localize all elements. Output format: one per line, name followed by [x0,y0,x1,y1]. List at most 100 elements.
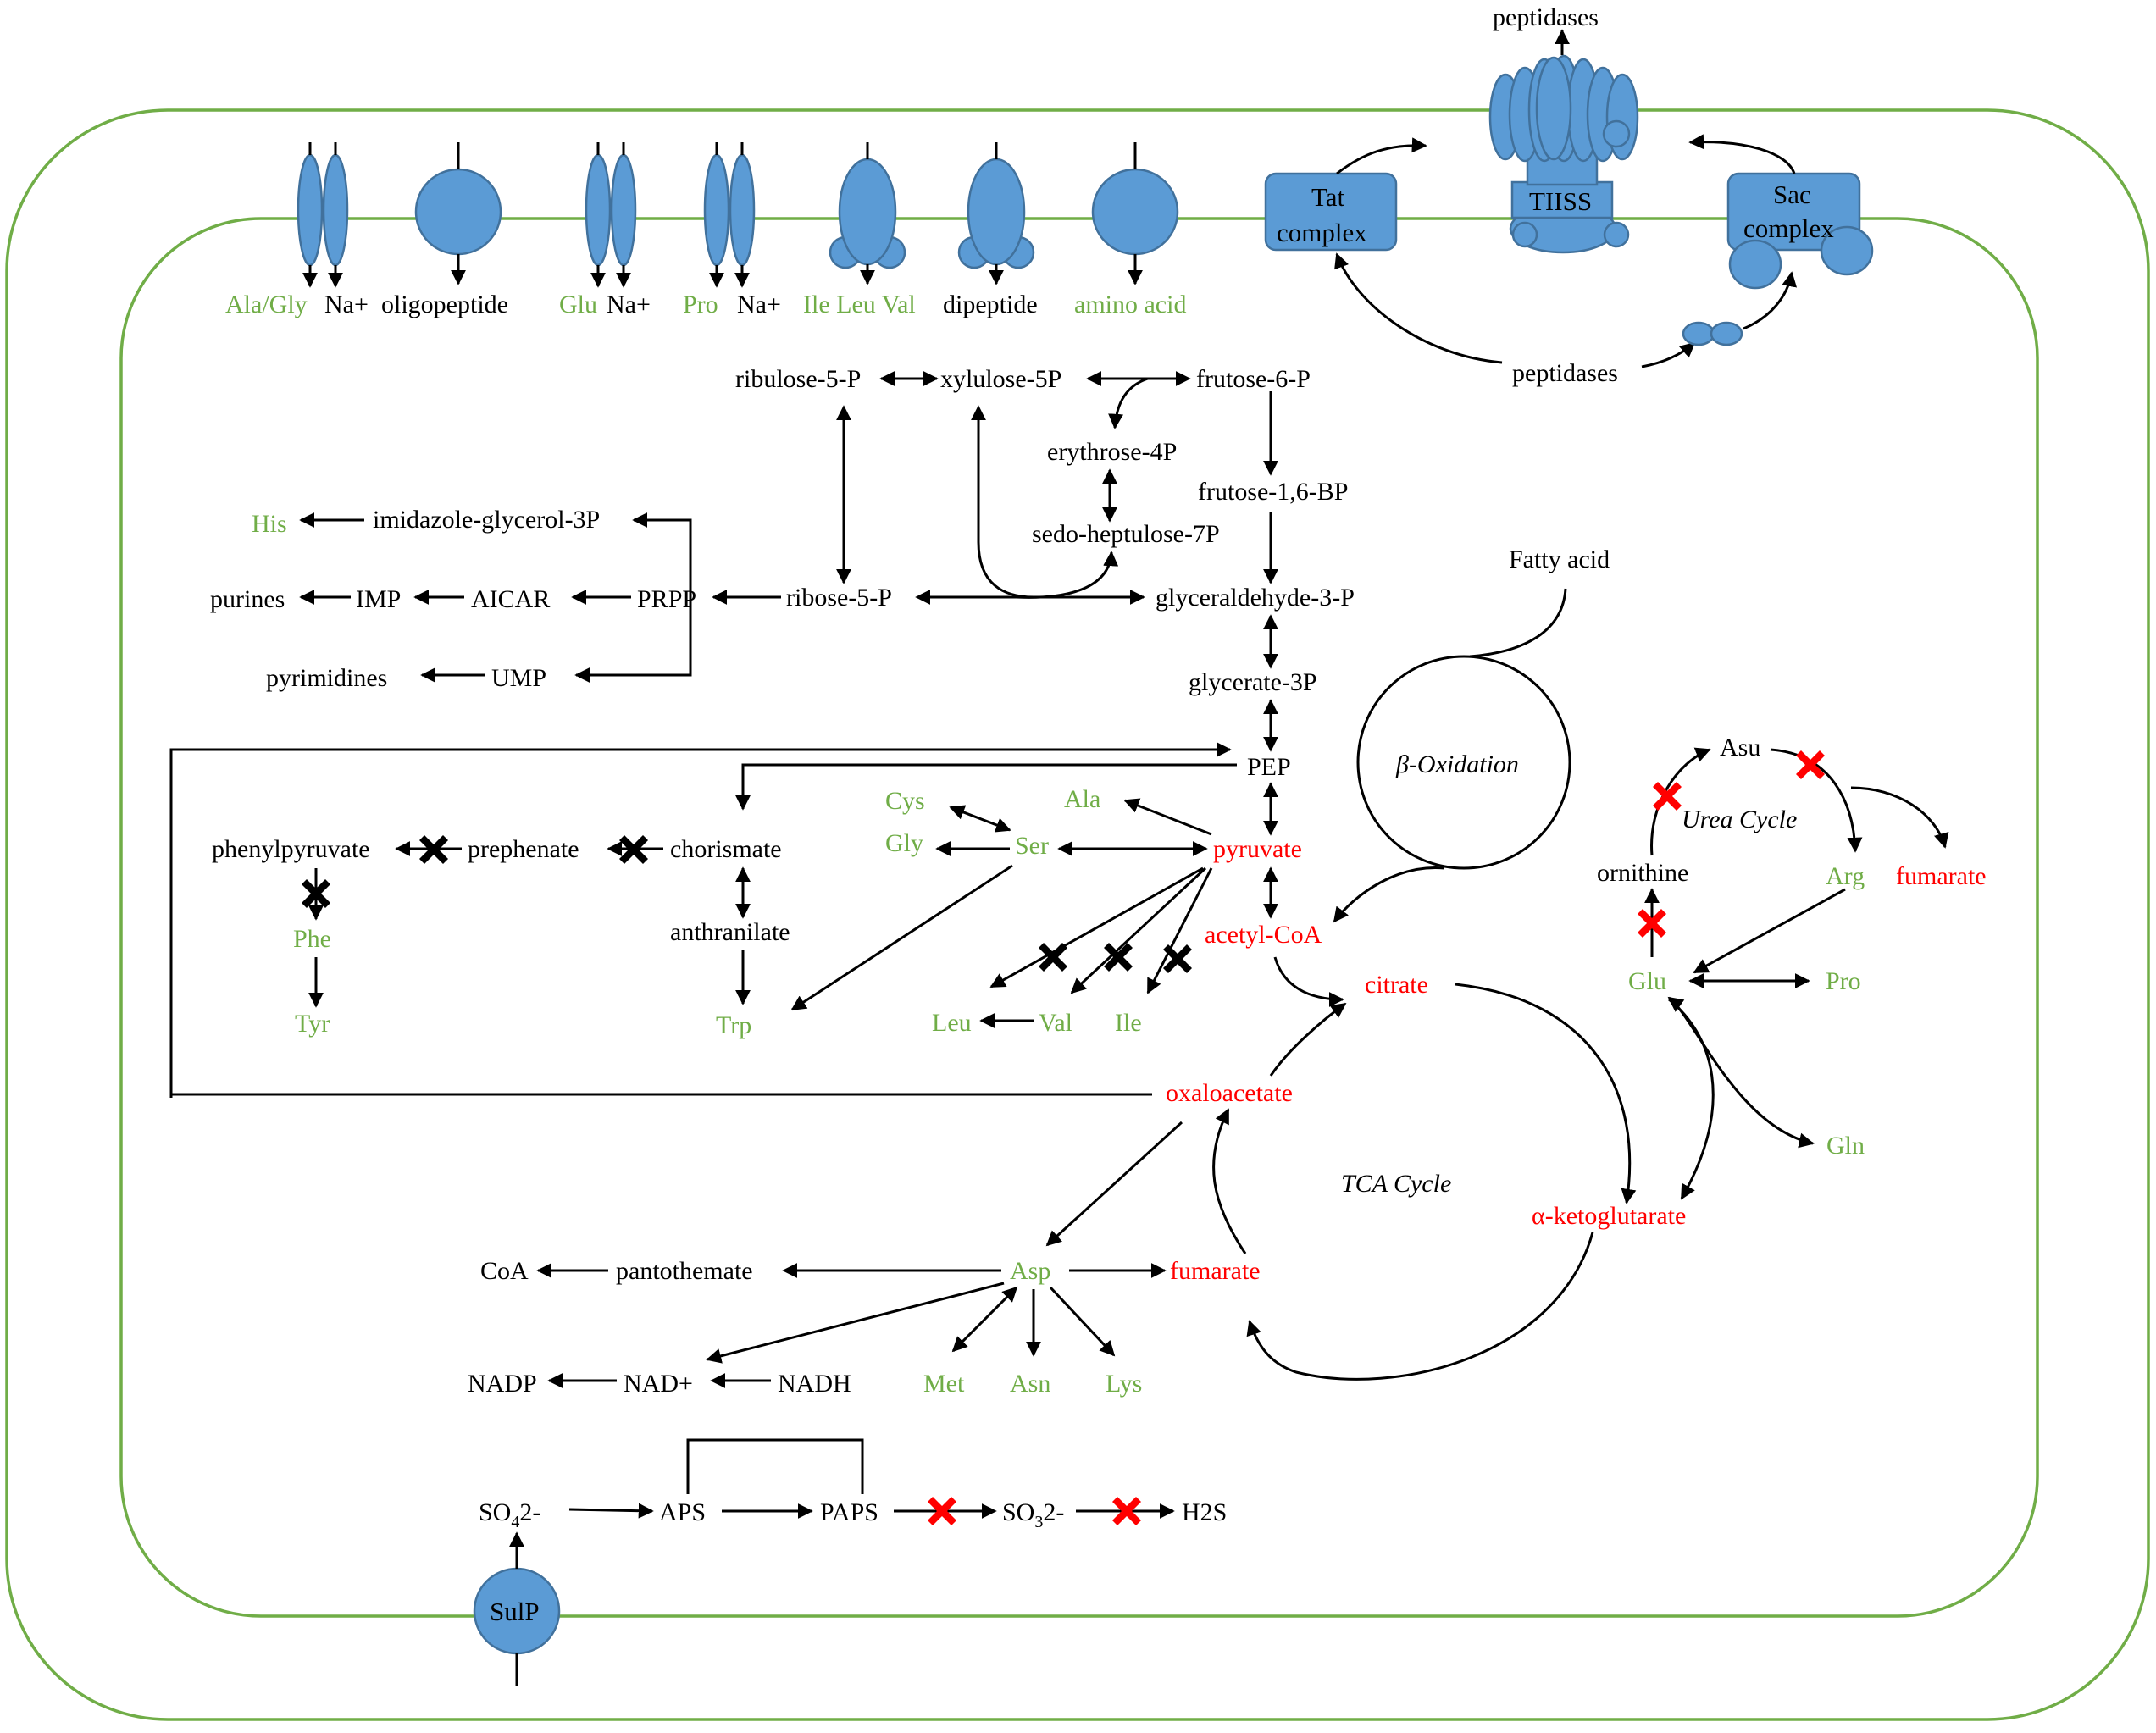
node-met: Met [923,1370,965,1398]
sac-complex: Sac complex [1726,172,1874,290]
node-purines: purines [210,585,285,613]
transporter-ala-gly [297,142,349,288]
label-ile-leu-val: Ile Leu Val [803,291,916,318]
node-pantothemate: pantothemate [616,1257,753,1285]
node-frutose-6p: frutose-6-P [1196,365,1311,393]
node-pro: Pro [1826,967,1861,995]
node-so4: SO42- [479,1498,540,1531]
node-lys: Lys [1106,1370,1142,1398]
beta-oxidation-circle [1356,655,1571,870]
peptidases-mid-label: peptidases [1512,359,1618,387]
inner-membrane [119,217,2039,1618]
transporter-pro [703,142,756,288]
transporter-dipeptide [957,142,1035,285]
transporter-glu [585,142,637,288]
node-arg: Arg [1826,862,1865,890]
node-prpp: PRPP [637,585,696,613]
node-coa: CoA [480,1257,529,1285]
node-imp: IMP [356,585,401,613]
node-imidazole: imidazole-glycerol-3P [373,506,600,534]
blocked-red-x-mark [1796,750,1825,779]
node-acetyl-coa: acetyl-CoA [1205,921,1322,949]
node-nadh: NADH [778,1370,851,1398]
transporter-amino-acid [1091,142,1179,285]
node-his: His [252,510,287,538]
node-pep: PEP [1247,753,1291,781]
node-prephenate: prephenate [468,835,579,863]
node-ala: Ala [1064,785,1100,813]
node-phe: Phe [293,925,331,953]
node-gly: Gly [885,829,923,857]
tat-label-2: complex [1277,218,1367,247]
node-so3: SO32- [1002,1498,1064,1531]
tat-complex: Tat complex [1264,172,1398,252]
node-trp: Trp [716,1011,751,1039]
node-glu: Glu [1628,967,1666,995]
tiiss-secretion-system: TIISS [1488,29,1639,254]
node-pyruvate: pyruvate [1213,835,1302,863]
node-asu: Asu [1720,734,1760,761]
node-paps: PAPS [820,1498,878,1526]
node-ribose: ribose-5-P [786,584,892,612]
node-urea-fumarate: fumarate [1896,862,1987,890]
node-citrate: citrate [1365,971,1428,999]
transporter-branched-chain [829,142,906,285]
node-anthranilate: anthranilate [670,918,790,946]
label-na-3: Na+ [737,291,781,318]
node-ile: Ile [1115,1009,1142,1037]
tiiss-label: TIISS [1529,186,1592,216]
node-oxaloacetate: oxaloacetate [1166,1079,1293,1107]
node-g3p: glyceraldehyde-3-P [1156,584,1355,612]
label-urea-cycle: Urea Cycle [1682,806,1797,833]
label-pro-transport: Pro [683,291,718,318]
node-asp: Asp [1010,1257,1050,1285]
transporter-oligopeptide [414,142,502,285]
node-aicar: AICAR [471,585,550,613]
label-na-1: Na+ [324,291,369,318]
sulp-transporter: SulP [473,1531,561,1686]
label-amino-acid: amino acid [1074,291,1186,318]
outer-membrane [5,108,2150,1721]
node-gln: Gln [1826,1132,1865,1160]
node-ribulose: ribulose-5-P [735,365,861,393]
node-pyrimidines: pyrimidines [266,664,387,692]
node-tca-fumarate: fumarate [1170,1257,1261,1285]
tat-label-1: Tat [1311,182,1345,212]
node-val: Val [1039,1009,1072,1037]
node-cys: Cys [885,787,925,815]
label-na-2: Na+ [607,291,651,318]
label-oligopeptide: oligopeptide [381,291,508,318]
node-xylulose: xylulose-5P [940,365,1061,393]
node-aps: APS [659,1498,706,1526]
node-chorismate: chorismate [670,835,782,863]
node-fatty-acid: Fatty acid [1509,545,1610,573]
node-glycerate: glycerate-3P [1189,668,1317,696]
blocked-black-x-mark [1163,944,1192,973]
node-asn: Asn [1010,1370,1050,1398]
label-glu-transport: Glu [559,291,597,318]
sac-label-1: Sac [1773,180,1811,209]
label-tca-cycle: TCA Cycle [1341,1170,1451,1198]
peptidase-dimer [1682,321,1743,346]
node-ornithine: ornithine [1597,859,1688,887]
node-akg: α-ketoglutarate [1532,1202,1686,1230]
node-phenylpyruvate: phenylpyruvate [212,835,370,863]
sulp-label: SulP [490,1597,540,1626]
sac-label-2: complex [1743,213,1834,243]
node-ser: Ser [1015,832,1049,860]
peptidases-top-label: peptidases [1493,3,1599,31]
node-frutose-16bp: frutose-1,6-BP [1198,478,1348,506]
node-tyr: Tyr [295,1010,330,1038]
label-ala-gly: Ala/Gly [225,291,308,318]
node-h2s: H2S [1182,1498,1227,1526]
node-ump: UMP [491,664,546,692]
node-leu: Leu [932,1009,972,1037]
label-dipeptide: dipeptide [943,291,1038,318]
node-erythrose: erythrose-4P [1047,438,1177,466]
node-nadp: NADP [468,1370,537,1398]
label-beta-oxidation: β-Oxidation [1395,750,1519,778]
node-nadplus: NAD+ [624,1370,693,1398]
node-sedoheptulose: sedo-heptulose-7P [1032,520,1220,548]
